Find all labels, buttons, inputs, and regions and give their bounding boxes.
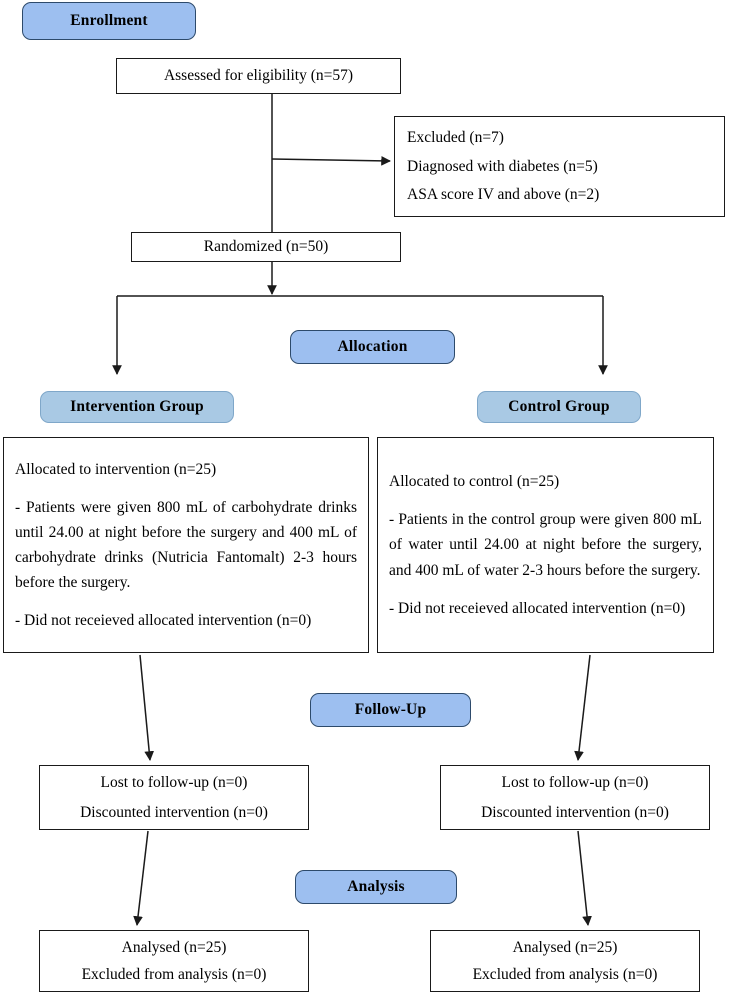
node-analysis-control: Analysed (n=25) Excluded from analysis (… (430, 930, 700, 992)
node-randomized: Randomized (n=50) (131, 232, 401, 262)
allocated-intervention-not-received: - Did not receieved allocated interventi… (15, 612, 312, 630)
edge-followup-to-analysis-control (577, 830, 592, 926)
node-assessed-for-eligibility: Assessed for eligibility (n=57) (116, 58, 401, 94)
edge-intervention-to-followup (139, 654, 155, 761)
allocated-intervention-count: Allocated to intervention (n=25) (15, 460, 217, 478)
group-label-intervention-text: Intervention Group (70, 398, 204, 415)
followup-control-discounted: Discounted intervention (n=0) (481, 803, 669, 821)
edge-assessed-to-excluded (271, 155, 391, 166)
analysis-control-analysed: Analysed (n=25) (512, 938, 618, 956)
stage-label-analysis: Analysis (295, 870, 457, 904)
edge-control-to-followup (574, 654, 591, 761)
stage-label-allocation-text: Allocation (337, 338, 408, 355)
node-excluded: Excluded (n=7) Diagnosed with diabetes (… (394, 116, 725, 217)
node-allocated-intervention: Allocated to intervention (n=25) - Patie… (3, 437, 369, 653)
followup-intervention-discounted: Discounted intervention (n=0) (80, 803, 268, 821)
excluded-reason-asa: ASA score IV and above (n=2) (407, 186, 600, 204)
stage-label-enrollment: Enrollment (22, 2, 196, 40)
node-followup-intervention: Lost to follow-up (n=0) Discounted inter… (39, 765, 309, 830)
group-label-control: Control Group (477, 391, 641, 423)
randomized-text: Randomized (n=50) (203, 238, 329, 256)
stage-label-follow-up: Follow-Up (310, 693, 471, 727)
excluded-reason-diabetes: Diagnosed with diabetes (n=5) (407, 157, 598, 175)
stage-label-follow-up-text: Follow-Up (354, 701, 427, 718)
analysis-control-excluded: Excluded from analysis (n=0) (472, 966, 658, 983)
assessed-text: Assessed for eligibility (n=57) (163, 67, 354, 85)
stage-label-allocation: Allocation (290, 330, 455, 364)
allocated-control-count: Allocated to control (n=25) (389, 473, 560, 491)
node-followup-control: Lost to follow-up (n=0) Discounted inter… (440, 765, 710, 830)
allocated-intervention-detail: - Patients were given 800 mL of carbohyd… (15, 498, 361, 592)
excluded-total: Excluded (n=7) (407, 129, 504, 147)
node-allocated-control: Allocated to control (n=25) - Patients i… (377, 437, 714, 653)
node-analysis-intervention: Analysed (n=25) Excluded from analysis (… (39, 930, 309, 992)
followup-control-lost: Lost to follow-up (n=0) (501, 774, 649, 792)
allocated-control-detail: - Patients in the control group were giv… (389, 511, 706, 579)
followup-intervention-lost: Lost to follow-up (n=0) (100, 774, 248, 792)
group-label-control-text: Control Group (508, 398, 610, 415)
stage-label-analysis-text: Analysis (347, 878, 405, 895)
analysis-intervention-excluded: Excluded from analysis (n=0) (81, 966, 267, 983)
edge-followup-to-analysis-intervention (133, 830, 149, 926)
stage-label-enrollment-text: Enrollment (70, 12, 148, 29)
analysis-intervention-analysed: Analysed (n=25) (121, 938, 227, 956)
allocated-control-not-received: - Did not receieved allocated interventi… (389, 599, 686, 617)
group-label-intervention: Intervention Group (40, 391, 234, 423)
